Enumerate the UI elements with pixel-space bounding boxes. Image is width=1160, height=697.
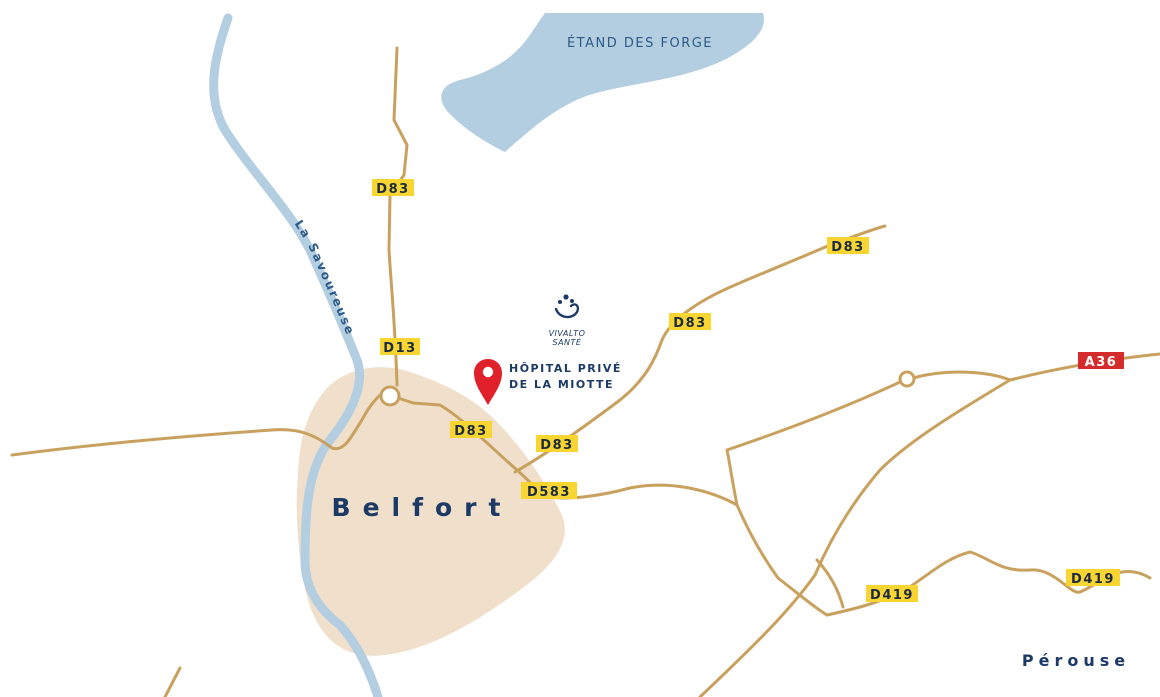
river-savoureuse [209, 13, 383, 697]
road-label-d583: D583 [521, 482, 577, 500]
road-diagonal-south [698, 378, 1012, 697]
river-label: La Savoureuse [292, 217, 358, 337]
road-label-bg [380, 338, 420, 355]
logo-text-bottom: SANTÉ [553, 336, 582, 347]
road-label-text: D419 [1071, 572, 1115, 587]
road-label-d83-east-c: D83 [827, 237, 869, 255]
map-pin-icon[interactable] [474, 359, 502, 405]
logo-dot [570, 299, 574, 303]
road-label-text: D13 [383, 341, 416, 356]
hospital-name-line2: DE LA MIOTTE [509, 378, 614, 391]
road-label-bg [450, 421, 492, 438]
road-label-text: D83 [376, 182, 409, 197]
motorway-label-text: A36 [1085, 355, 1118, 370]
road-label-text: D83 [673, 316, 706, 331]
road-label-text: D83 [454, 424, 487, 439]
road-label-bg [827, 237, 869, 254]
belfort-city-area [296, 367, 565, 656]
road-link-south [735, 503, 829, 617]
roundabout-belfort [379, 385, 401, 407]
road-label-a36: A36 [1078, 352, 1124, 370]
lake-etang-des-forges [441, 13, 764, 152]
road-label-text: D83 [831, 240, 864, 255]
town-label-perouse: Pérouse [1022, 651, 1130, 670]
logo-dot [558, 300, 562, 304]
road-label-d13: D13 [380, 338, 420, 356]
logo-text-top: VIVALTO [549, 329, 586, 338]
roundabout-east [898, 370, 916, 388]
road-label-bg [1066, 569, 1120, 586]
road-label-d419-a: D419 [866, 585, 918, 603]
road-junction-link [725, 380, 902, 507]
road-label-text: D583 [527, 485, 571, 500]
road-d83-north [387, 46, 409, 387]
road-d419-loop [815, 558, 845, 609]
road-label-d83-north: D83 [372, 179, 414, 197]
vivalto-logo-icon: VIVALTO SANTÉ [549, 294, 586, 347]
city-label-belfort: Belfort [332, 493, 513, 522]
road-label-bg [521, 482, 577, 499]
road-label-bg [866, 585, 918, 602]
road-label-bg [669, 313, 711, 330]
road-label-d83-east-b: D83 [669, 313, 711, 331]
lake-label: ÉTAND DES FORGE [567, 35, 713, 51]
map-pin-hole [482, 366, 494, 378]
road-label-text: D419 [870, 588, 914, 603]
map-pin-shape [474, 359, 502, 405]
logo-swoosh [554, 303, 580, 319]
road-label-d83-east-a: D83 [536, 435, 578, 453]
road-label-bg [536, 435, 578, 452]
logo-dot [563, 294, 569, 300]
road-southwest [163, 666, 182, 697]
hospital-name-line1: HÔPITAL PRIVÉ [509, 362, 622, 375]
road-label-bg [372, 179, 414, 196]
road-west [10, 390, 386, 457]
road-label-d83-center: D83 [450, 421, 492, 439]
river-label-path: La Savoureuse [292, 217, 356, 337]
road-label-d419-b: D419 [1066, 569, 1120, 587]
motorway-label-bg [1078, 352, 1124, 369]
road-label-text: D83 [540, 438, 573, 453]
